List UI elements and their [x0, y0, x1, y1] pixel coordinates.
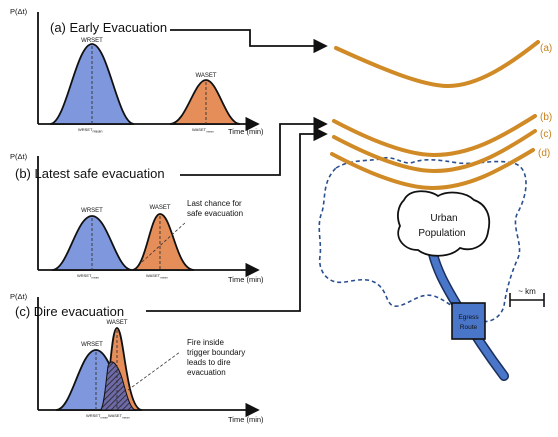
trigger-boundary	[318, 156, 527, 323]
panel-a-wrset-tick: WRSETmean	[78, 127, 102, 134]
panel-b-arrow	[180, 116, 328, 176]
urban-label-line1: Urban	[430, 213, 457, 224]
panel-b-latest-safe-evacuation: P(Δt) (b) Latest safe evacuation WRSET W…	[10, 116, 328, 284]
panel-b-waset-tick: WASETmean	[146, 273, 168, 280]
panel-c-note-line4: evacuation	[187, 368, 226, 377]
panel-a-waset-label: WASET	[195, 73, 216, 79]
panel-c-y-axis-label: P(Δt)	[10, 292, 28, 301]
contour-b	[332, 114, 537, 158]
panel-c-note-line2: trigger boundary	[187, 348, 245, 357]
panel-b-note-line1: Last chance for	[187, 199, 242, 208]
panel-c-x-axis-label: Time (min)	[228, 415, 264, 424]
contour-a	[334, 40, 540, 89]
panel-a-early-evacuation: P(Δt) (a) Early Evacuation WRSET WASET W…	[10, 7, 328, 136]
panel-c-note-line3: leads to dire	[187, 358, 231, 367]
panel-c-wrset-label: WRSET	[81, 342, 103, 348]
panel-a-waset-curve	[169, 79, 241, 125]
urban-label-line2: Population	[418, 228, 465, 239]
panel-b-wrset-label: WRSET	[81, 208, 103, 214]
panel-c-note-leader	[127, 351, 181, 391]
panel-c-waset-label: WASET	[106, 320, 127, 326]
egress-route-box	[451, 302, 486, 340]
egress-label-line2: Route	[460, 324, 478, 331]
scale-label: ~ km	[518, 287, 536, 296]
panel-a-title: (a) Early Evacuation	[50, 20, 167, 35]
panel-b-waset-curve	[131, 213, 195, 271]
contour-d	[330, 148, 535, 191]
panel-b-note-line2: safe evacuation	[187, 209, 243, 218]
egress-label-line1: Egress	[458, 314, 479, 321]
panel-b-y-axis-label: P(Δt)	[10, 152, 28, 161]
contour-c	[332, 129, 537, 174]
panel-b-waset-label: WASET	[149, 205, 170, 211]
urban-population-area	[397, 190, 491, 257]
panel-a-x-axis-label: Time (min)	[228, 127, 264, 136]
map-schematic: Urban Population Egress Route ~ km (a) (…	[318, 40, 552, 381]
panel-b-wrset-tick: WRSETmean	[77, 273, 99, 280]
contour-label-d: (d)	[538, 148, 550, 159]
panel-a-arrow	[170, 29, 328, 54]
panel-c-mean-ticks: WRSETmeanWASETmean	[86, 413, 130, 420]
panel-a-waset-tick: WASETmean	[192, 127, 214, 134]
panel-b-title: (b) Latest safe evacuation	[15, 166, 165, 181]
panel-c-arrow	[146, 126, 328, 312]
contour-label-c: (c)	[540, 129, 552, 140]
panel-a-wrset-label: WRSET	[81, 38, 103, 44]
contour-label-a: (a)	[540, 43, 552, 54]
panel-a-y-axis-label: P(Δt)	[10, 7, 28, 16]
contour-label-b: (b)	[540, 112, 552, 123]
panel-b-x-axis-label: Time (min)	[228, 275, 264, 284]
panel-c-title: (c) Dire evacuation	[15, 304, 124, 319]
panel-c-note-line1: Fire inside	[187, 338, 224, 347]
panel-c-dire-evacuation: P(Δt) (c) Dire evacuation WRSET WASET Fi…	[10, 126, 328, 424]
panel-c-overlap-region	[99, 361, 137, 411]
